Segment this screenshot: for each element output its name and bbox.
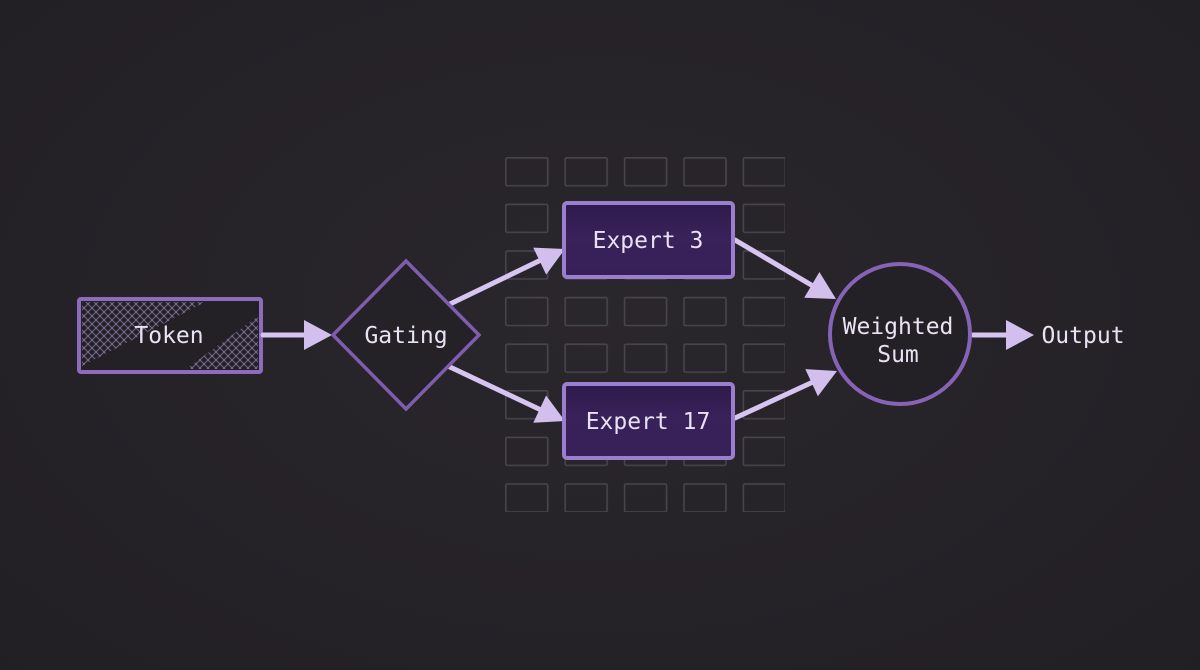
arrow-gating-to-expert-bottom (447, 364, 565, 423)
expert-top-label: Expert 3 (593, 228, 704, 254)
arrow-token-to-gating (260, 320, 332, 350)
arrow-sum-to-output (970, 320, 1034, 350)
weighted-sum-circle (828, 262, 972, 406)
output-label: Output (1041, 323, 1124, 349)
weighted-sum-node: Weighted Sum (828, 262, 972, 406)
token-node: Token (77, 297, 263, 374)
weighted-sum-label-line2: Sum (877, 342, 919, 368)
gating-diamond (330, 258, 482, 412)
weighted-sum-label-line1: Weighted (843, 314, 954, 340)
arrow-gating-to-expert-top (447, 247, 565, 307)
expert-bottom-label: Expert 17 (586, 409, 711, 435)
gating-label: Gating (364, 323, 447, 349)
token-label: Token (134, 323, 203, 349)
token-hatch-topleft (82, 302, 205, 366)
gating-node: Gating (330, 258, 482, 412)
token-hatch-bottomright (186, 316, 258, 369)
arrow-expert-top-to-sum (732, 237, 836, 299)
expert-bottom-node: Expert 17 (562, 382, 735, 460)
arrow-expert-bottom-to-sum (732, 369, 837, 421)
expert-bottom-box (562, 382, 735, 460)
expert-top-box (562, 201, 735, 279)
expert-top-node: Expert 3 (562, 201, 735, 279)
